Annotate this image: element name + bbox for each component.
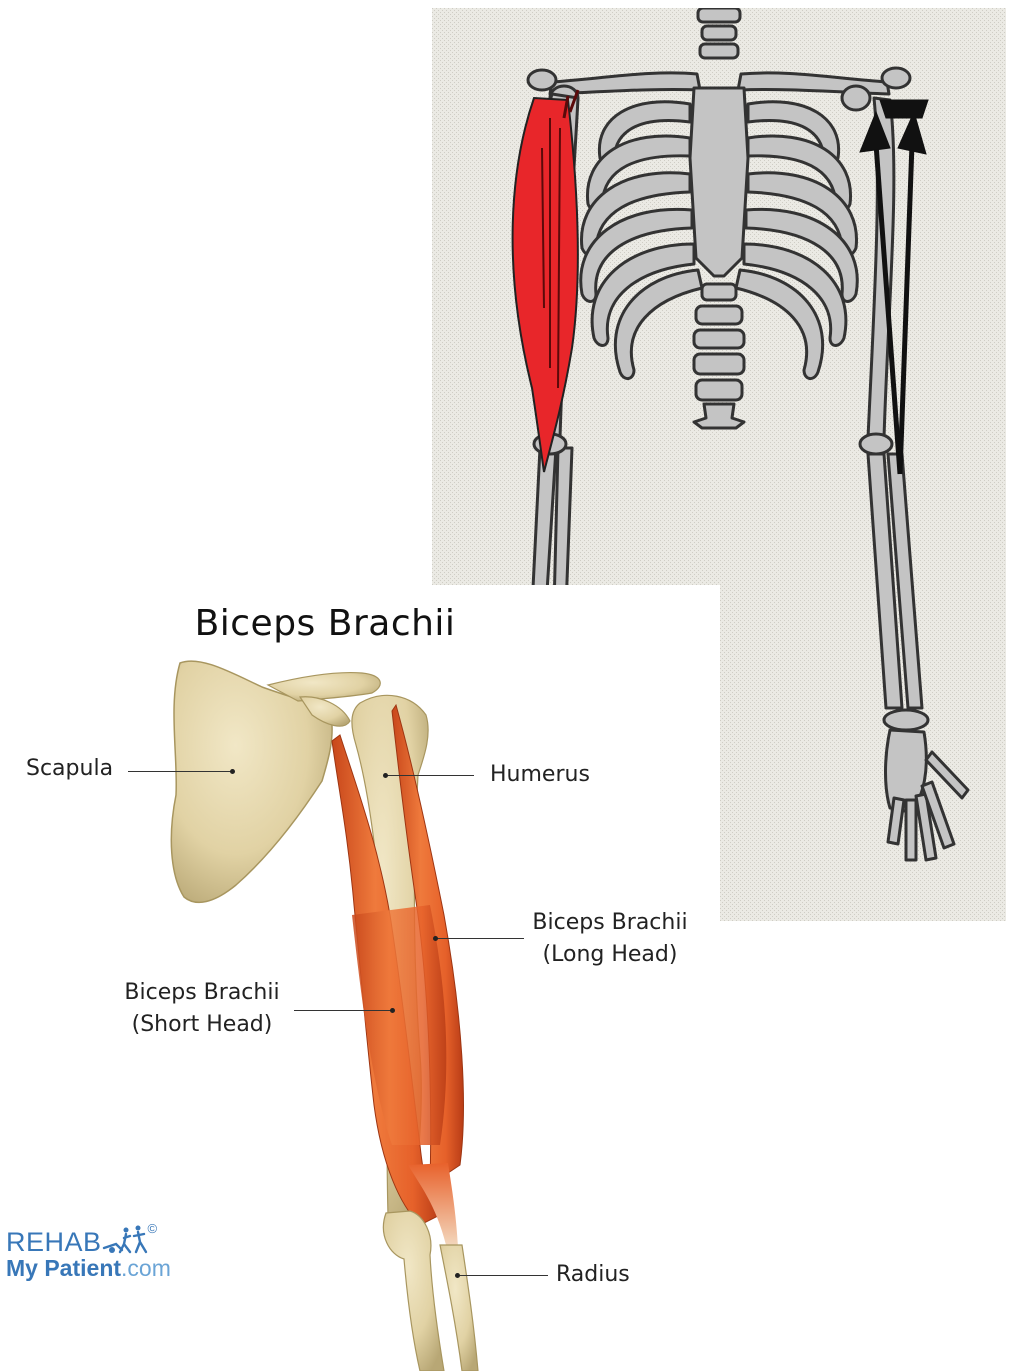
leader-dot-radius xyxy=(455,1273,460,1278)
leader-line-scapula xyxy=(128,771,232,772)
leader-line-long-head xyxy=(436,938,524,939)
label-long-head: Biceps Brachii (Long Head) xyxy=(526,907,694,971)
leader-line-radius xyxy=(458,1275,548,1276)
label-long-head-line1: Biceps Brachii xyxy=(526,907,694,939)
leader-dot-humerus xyxy=(383,773,388,778)
leader-dot-long-head xyxy=(433,936,438,941)
label-short-head: Biceps Brachii (Short Head) xyxy=(118,977,286,1041)
logo-copyright-mark: © xyxy=(148,1222,158,1235)
anatomy-illustration-panel: Biceps Brachii Scapula Humerus Biceps Br… xyxy=(0,585,720,1371)
label-scapula: Scapula xyxy=(26,753,113,785)
leader-line-short-head xyxy=(294,1010,392,1011)
rehab-my-patient-logo: REHAB © My Patient.com xyxy=(6,1222,171,1280)
diagram-title: Biceps Brachii xyxy=(150,603,500,644)
rehab-figures-icon xyxy=(102,1222,148,1256)
label-long-head-line2: (Long Head) xyxy=(526,939,694,971)
logo-rehab-text: REHAB xyxy=(6,1229,102,1256)
leader-dot-short-head xyxy=(390,1008,395,1013)
logo-my-patient-text: My Patient xyxy=(6,1255,121,1281)
label-radius: Radius xyxy=(556,1259,630,1291)
leader-dot-scapula xyxy=(230,769,235,774)
label-humerus: Humerus xyxy=(490,759,590,791)
leader-line-humerus xyxy=(386,775,474,776)
label-short-head-line2: (Short Head) xyxy=(118,1009,286,1041)
label-short-head-line1: Biceps Brachii xyxy=(118,977,286,1009)
logo-dotcom-text: .com xyxy=(121,1255,171,1281)
